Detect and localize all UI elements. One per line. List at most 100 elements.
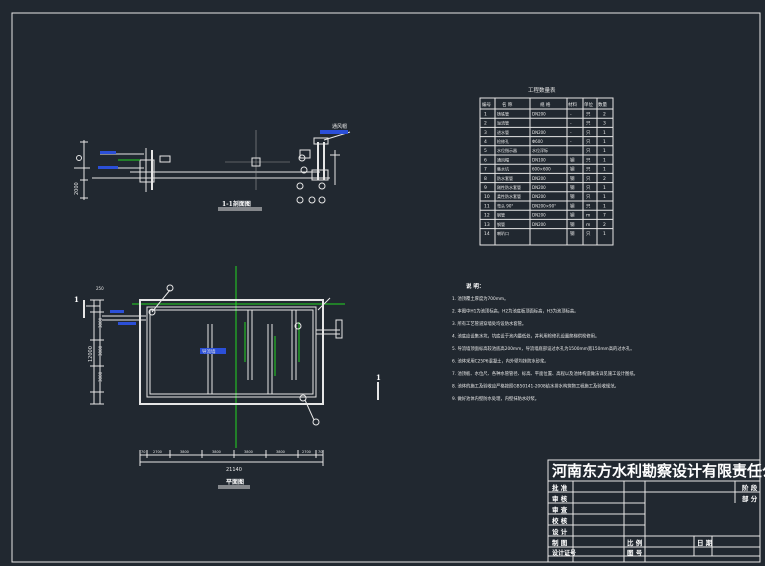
design-notes: 说 明： 1. 池顶覆土厚度为700mm。2. 本图中H1为池顶标高，H2为池底… xyxy=(452,282,638,402)
table-cell-unit: 只 xyxy=(586,194,591,200)
table-cell-mat: 钢 xyxy=(570,175,575,182)
table-cell-name: 钢管 xyxy=(497,221,505,227)
table-cell-unit: 只 xyxy=(586,111,591,117)
tb-part: 部 分 xyxy=(742,494,758,503)
plan-left-dim-3: 3000 xyxy=(98,345,103,356)
table-cell-spec: 水位浮标 xyxy=(532,147,548,153)
table-cell-qty: 1 xyxy=(603,130,606,136)
table-cell-unit: 只 xyxy=(586,231,591,237)
tb-date: 日 期 xyxy=(697,538,713,547)
tb-row-2: 审 核 xyxy=(552,494,568,503)
plan-view-label: 平面图 xyxy=(226,478,244,486)
plan-view: 导流墙 1 1 12000 3000 3000 xyxy=(74,266,381,489)
plan-dim-6: 3800 xyxy=(276,450,285,454)
table-cell-spec: DN200×90° xyxy=(532,203,556,208)
plan-top-dim: 250 xyxy=(96,286,104,291)
section-view-label: 1-1剖面图 xyxy=(222,200,251,208)
tb-row-6: 制 图 xyxy=(552,538,568,547)
table-cell-no: 7 xyxy=(484,167,487,173)
table-cell-unit: 只 xyxy=(586,157,591,163)
left-label-block-2 xyxy=(98,166,118,169)
table-cell-qty: 1 xyxy=(603,194,606,200)
table-cell-no: 12 xyxy=(484,213,490,219)
table-cell-mat: 钢 xyxy=(570,156,575,163)
table-cell-name: 铸铁管 xyxy=(497,110,509,116)
table-header-qty: 数量 xyxy=(598,101,607,108)
table-cell-unit: 只 xyxy=(586,121,591,127)
table-cell-unit: 只 xyxy=(586,139,591,145)
table-header-unit: 单位 xyxy=(584,101,593,108)
table-cell-spec: DN200 xyxy=(532,213,546,218)
table-cell-unit: 只 xyxy=(586,130,591,136)
table-cell-spec: DN100 xyxy=(532,157,546,162)
drawing-border xyxy=(11,12,761,563)
table-cell-no: 6 xyxy=(484,157,487,163)
plan-center-label: 导流墙 xyxy=(202,348,216,355)
table-cell-spec: DN200 xyxy=(532,130,546,135)
tb-row-4: 校 核 xyxy=(552,516,568,525)
plan-left-dim-2: 3000 xyxy=(98,317,103,328)
notes-heading: 说 明： xyxy=(466,282,484,290)
table-cell-qty: 2 xyxy=(603,176,606,182)
table-cell-qty: 2 xyxy=(603,111,606,117)
table-cell-spec: Φ600 xyxy=(532,139,543,144)
table-cell-no: 13 xyxy=(484,222,490,228)
table-cell-no: 14 xyxy=(484,231,490,237)
table-cell-no: 3 xyxy=(484,130,487,136)
callout-label-block xyxy=(320,130,348,134)
table-cell-mat: 钢 xyxy=(570,166,575,173)
table-cell-spec: DN200 xyxy=(532,222,546,227)
notes-list: 1. 池顶覆土厚度为700mm。2. 本图中H1为池顶标高，H2为池底板顶面标高… xyxy=(452,295,638,402)
table-cell-name: 通风帽 xyxy=(497,156,509,162)
table-cell-name: 柔性防水套管 xyxy=(497,193,521,199)
tb-row-7: 设计证号 xyxy=(552,549,576,557)
table-cell-mat: 钢 xyxy=(570,230,575,237)
section-mark-top: 1 xyxy=(74,295,79,304)
table-cell-name: 防水套管 xyxy=(497,175,513,181)
table-cell-name: 集水坑 xyxy=(497,166,509,172)
table-header-mat: 材料 xyxy=(568,101,577,108)
table-cell-mat: - xyxy=(570,122,572,127)
table-cell-unit: 只 xyxy=(586,185,591,191)
note-item: 4. 池底应设集水坑，坑底设于池内最低处，并利用检修孔设置爬梯供检修用。 xyxy=(452,333,599,340)
table-cell-qty: 1 xyxy=(603,185,606,191)
table-cell-name: 溢流管 xyxy=(497,120,509,126)
table-cell-name: 弯头 90° xyxy=(497,202,513,208)
table-cell-unit: 只 xyxy=(586,167,591,173)
note-item: 9. 做好池体内壁防水处理，内壁抹防水砂浆。 xyxy=(452,395,539,402)
table-cell-spec: DN200 xyxy=(532,111,546,116)
note-item: 1. 池顶覆土厚度为700mm。 xyxy=(452,295,508,302)
table-header: 编号 名 称 规 格 材料 单位 数量 xyxy=(482,101,607,108)
table-cell-spec: DN200 xyxy=(532,176,546,181)
table-cell-qty: 1 xyxy=(603,167,606,173)
plan-dim-4: 3800 xyxy=(212,450,221,454)
plan-dim-2: 2700 xyxy=(153,450,162,454)
table-cell-qty: 7 xyxy=(603,213,606,219)
plan-bottom-ticks xyxy=(139,450,324,466)
table-cell-no: 8 xyxy=(484,176,487,182)
tb-row-1: 批 准 xyxy=(552,483,568,492)
section-callout-1: 通风帽 xyxy=(332,123,347,130)
plan-total-width: 21140 xyxy=(226,467,242,473)
table-cell-mat: - xyxy=(570,112,572,117)
table-cell-unit: m xyxy=(586,214,590,219)
table-cell-qty: 1 xyxy=(603,148,606,154)
table-cell-no: 1 xyxy=(484,111,487,117)
table-cell-no: 10 xyxy=(484,194,490,200)
table-cell-qty: 1 xyxy=(603,231,606,237)
table-cell-name: 水位指示器 xyxy=(497,147,517,153)
tb-stage: 阶 段 xyxy=(742,483,758,492)
left-label-block-1 xyxy=(100,151,116,154)
table-cell-qty: 2 xyxy=(603,222,606,228)
table-cell-unit: 只 xyxy=(586,176,591,182)
